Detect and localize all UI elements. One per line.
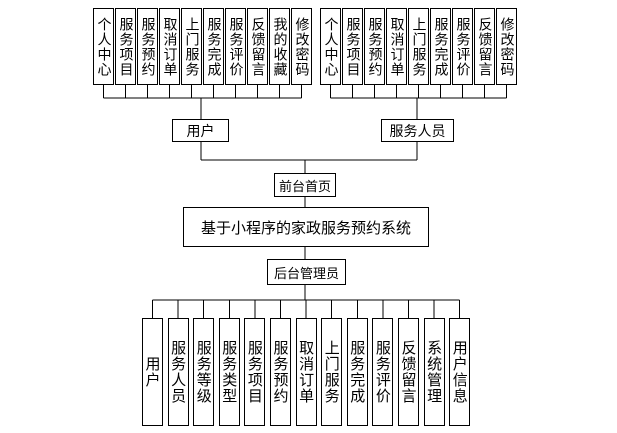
staff-function-box: 服务预约 [364, 8, 385, 85]
staff-role-label: 服务人员 [389, 123, 446, 140]
admin-function-box-label: 系统管理 [425, 340, 444, 404]
system-root-node: 基于小程序的家政服务预约系统 [183, 207, 429, 247]
user-function-box: 服务项目 [115, 8, 136, 85]
staff-function-box: 取消订单 [386, 8, 407, 85]
staff-function-box-label: 修改密码 [498, 16, 515, 77]
user-function-box: 反馈留言 [247, 8, 268, 85]
user-role-label: 用户 [186, 123, 215, 140]
user-function-box: 个人中心 [93, 8, 114, 85]
admin-function-box: 服务类型 [218, 318, 240, 426]
staff-function-box: 个人中心 [320, 8, 341, 85]
staff-function-box-label: 服务项目 [344, 16, 361, 77]
user-function-box: 服务预约 [137, 8, 158, 85]
staff-function-box: 上门服务 [408, 8, 429, 85]
user-function-box-label: 服务预约 [139, 16, 156, 77]
user-function-box: 取消订单 [159, 8, 180, 85]
admin-function-box-label: 服务评价 [373, 340, 392, 404]
staff-role-node: 服务人员 [381, 119, 454, 142]
user-function-box-label: 修改密码 [293, 16, 310, 77]
admin-function-box: 上门服务 [321, 318, 343, 426]
frontend-home-node: 前台首页 [274, 173, 336, 197]
admin-function-box: 取消订单 [295, 318, 317, 426]
admin-function-box: 服务完成 [346, 318, 368, 426]
staff-function-box: 服务完成 [430, 8, 451, 85]
user-function-box-label: 个人中心 [95, 16, 112, 77]
admin-function-box: 系统管理 [423, 318, 445, 426]
admin-function-box-label: 服务项目 [245, 340, 264, 404]
admin-function-box-label: 反馈留言 [399, 340, 418, 404]
staff-function-box-label: 反馈留言 [476, 16, 493, 77]
backend-admin-node: 后台管理员 [267, 259, 346, 285]
user-function-box-label: 反馈留言 [249, 16, 266, 77]
staff-function-box-label: 服务预约 [366, 16, 383, 77]
user-function-box-label: 服务项目 [117, 16, 134, 77]
staff-function-box: 服务项目 [342, 8, 363, 85]
admin-function-box: 反馈留言 [398, 318, 419, 426]
user-function-box-label: 我的收藏 [271, 16, 288, 77]
admin-function-box-label: 服务人员 [169, 340, 188, 404]
staff-function-box: 服务评价 [452, 8, 473, 85]
system-title: 基于小程序的家政服务预约系统 [200, 218, 411, 237]
staff-function-box-label: 取消订单 [388, 16, 405, 77]
user-function-box-label: 服务评价 [227, 16, 244, 77]
user-function-box: 服务评价 [225, 8, 246, 85]
user-function-box: 上门服务 [181, 8, 202, 85]
staff-function-box-label: 个人中心 [322, 16, 339, 77]
user-function-box: 服务完成 [203, 8, 224, 85]
user-function-box: 修改密码 [291, 8, 312, 85]
user-function-box-label: 服务完成 [205, 16, 222, 77]
admin-function-box: 服务等级 [193, 318, 215, 426]
admin-function-box-label: 服务类型 [220, 340, 239, 404]
user-function-box: 我的收藏 [269, 8, 290, 85]
admin-function-box: 服务评价 [372, 318, 394, 426]
admin-function-box: 用户信息 [449, 318, 471, 426]
staff-function-box-label: 上门服务 [410, 16, 427, 77]
admin-function-box: 服务人员 [167, 318, 189, 426]
admin-function-box-label: 服务预约 [271, 340, 290, 404]
staff-function-box-label: 服务完成 [432, 16, 449, 77]
frontend-home-label: 前台首页 [278, 179, 331, 195]
user-role-node: 用户 [172, 119, 229, 142]
admin-function-box-label: 服务等级 [194, 340, 213, 404]
admin-function-box-label: 用户信息 [450, 340, 469, 404]
staff-function-box: 修改密码 [496, 8, 517, 85]
admin-function-box-label: 上门服务 [322, 340, 341, 404]
staff-function-box: 反馈留言 [474, 8, 495, 85]
backend-admin-label: 后台管理员 [273, 266, 339, 282]
admin-function-box-label: 取消订单 [297, 340, 316, 404]
staff-function-box-label: 服务评价 [454, 16, 471, 77]
admin-function-box: 服务预约 [270, 318, 291, 426]
admin-function-box-label: 用户 [143, 356, 162, 388]
user-function-box-label: 取消订单 [161, 16, 178, 77]
admin-function-box: 用户 [142, 318, 163, 426]
admin-function-box-label: 服务完成 [348, 340, 367, 404]
user-function-box-label: 上门服务 [183, 16, 200, 77]
admin-function-box: 服务项目 [244, 318, 266, 426]
